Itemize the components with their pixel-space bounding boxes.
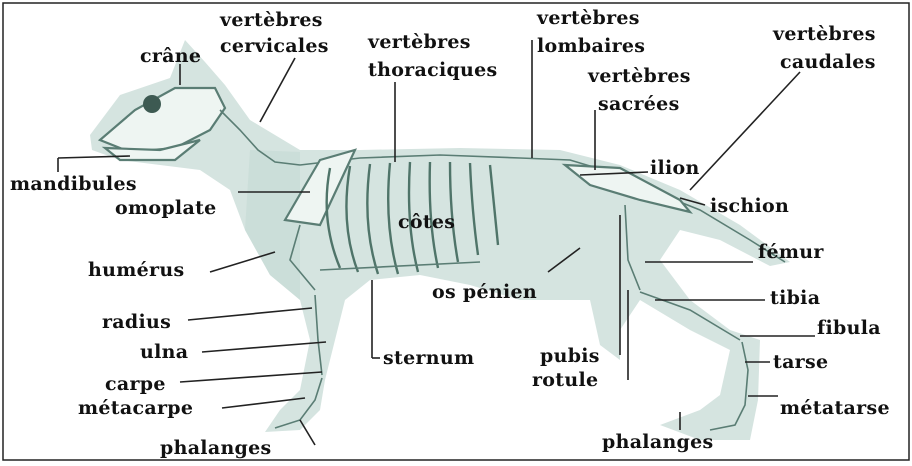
label-vertebres-lombaires-line1: vertèbres (536, 7, 640, 29)
label-vertebres-sacrees-line1: vertèbres (587, 65, 691, 87)
label-ulna: ulna (140, 341, 188, 363)
label-metatarse: métatarse (780, 397, 890, 419)
label-os-penien: os pénien (432, 281, 537, 303)
label-omoplate: omoplate (115, 197, 217, 219)
label-vertebres-cervicales-line2: cervicales (220, 35, 329, 57)
label-vertebres-lombaires-line2: lombaires (537, 35, 645, 57)
label-vertebres-cervicales-line1: vertèbres (219, 9, 323, 31)
label-metacarpe: métacarpe (78, 397, 193, 419)
label-crane: crâne (140, 45, 201, 67)
label-ischion: ischion (710, 195, 789, 217)
label-cotes: côtes (398, 211, 455, 233)
eye-socket (143, 95, 161, 113)
label-rotule: rotule (532, 369, 598, 391)
label-tarse: tarse (773, 351, 828, 373)
label-radius: radius (102, 311, 171, 333)
label-vertebres-thoraciques-line1: vertèbres (367, 31, 471, 53)
label-vertebres-thoraciques-line2: thoraciques (368, 59, 498, 81)
label-mandibules: mandibules (10, 173, 137, 195)
label-phalanges-front: phalanges (160, 437, 272, 459)
label-sternum: sternum (383, 347, 474, 369)
label-ilion: ilion (650, 157, 700, 179)
label-humerus: humérus (88, 259, 184, 281)
label-phalanges-rear: phalanges (602, 431, 714, 453)
label-vertebres-sacrees-line2: sacrées (598, 93, 680, 115)
label-carpe: carpe (105, 373, 166, 395)
label-vertebres-caudales-line2: caudales (780, 51, 876, 73)
label-pubis: pubis (540, 345, 600, 367)
label-tibia: tibia (770, 287, 820, 309)
label-fibula: fibula (817, 317, 881, 339)
label-femur: fémur (758, 241, 824, 263)
label-vertebres-caudales-line1: vertèbres (772, 23, 876, 45)
